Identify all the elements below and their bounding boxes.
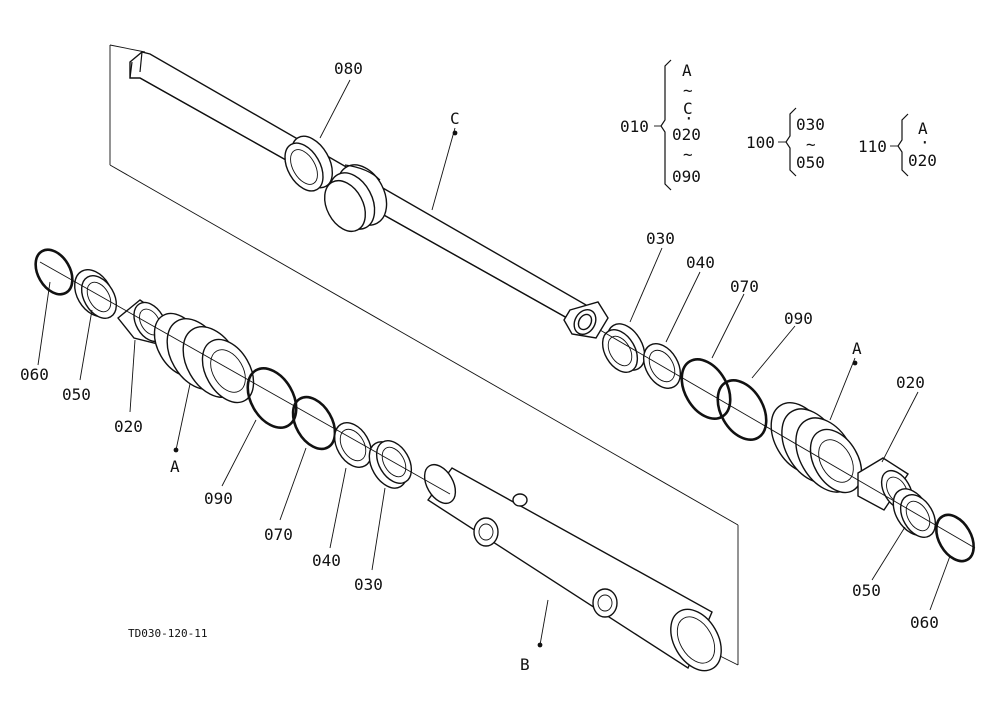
callout-left-040: 040 bbox=[312, 551, 341, 570]
left-oring-090 bbox=[246, 367, 298, 429]
callout-labels: 080 C 030 040 070 090 A 020 050 060 060 … bbox=[20, 59, 939, 674]
legend-010: 010 A ~ C · 020 ~ 090 bbox=[620, 61, 701, 186]
legend-010-item: ~ bbox=[683, 145, 693, 164]
callout-left-050: 050 bbox=[62, 385, 91, 404]
callout-right-020: 020 bbox=[896, 373, 925, 392]
legend-010-item: 020 bbox=[672, 125, 701, 144]
leader-lines bbox=[37, 79, 951, 646]
legend-110-item: A bbox=[918, 119, 928, 138]
legend-110-item: 020 bbox=[908, 151, 937, 170]
axis-line-left bbox=[39, 261, 451, 495]
cylinder-tube bbox=[423, 463, 722, 672]
callout-left-020: 020 bbox=[114, 417, 143, 436]
callout-right-030: 030 bbox=[646, 229, 675, 248]
callout-right-050: 050 bbox=[852, 581, 881, 600]
left-oring-070 bbox=[291, 395, 337, 451]
legend-010-item: ~ bbox=[683, 81, 693, 100]
legend-100-item: 030 bbox=[796, 115, 825, 134]
legend-100-ref: 100 bbox=[746, 133, 775, 152]
callout-080: 080 bbox=[334, 59, 363, 78]
callout-right-040: 040 bbox=[686, 253, 715, 272]
legend-010-item: A bbox=[682, 61, 692, 80]
callout-c: C bbox=[450, 109, 460, 128]
right-snapring-060 bbox=[935, 513, 975, 563]
callout-left-090: 090 bbox=[204, 489, 233, 508]
legend-010-item: C bbox=[683, 99, 693, 118]
legend-100-item: ~ bbox=[806, 135, 816, 154]
right-gland-a bbox=[770, 402, 863, 494]
callout-right-a: A bbox=[852, 339, 862, 358]
left-snapring-060 bbox=[34, 248, 74, 296]
callout-left-070: 070 bbox=[264, 525, 293, 544]
piston-rod bbox=[129, 51, 609, 339]
legend-010-item: 090 bbox=[672, 167, 701, 186]
legend-100: 100 030 ~ 050 bbox=[746, 115, 825, 172]
legend-110-item: · bbox=[920, 133, 930, 152]
drawing-code: TD030-120-11 bbox=[128, 627, 207, 640]
right-oring-090 bbox=[716, 379, 768, 441]
callout-left-030: 030 bbox=[354, 575, 383, 594]
callout-right-070: 070 bbox=[730, 277, 759, 296]
callout-right-090: 090 bbox=[784, 309, 813, 328]
legend-brackets bbox=[654, 59, 909, 191]
legend-010-ref: 010 bbox=[620, 117, 649, 136]
callout-left-a: A bbox=[170, 457, 180, 476]
right-oring-070 bbox=[680, 358, 732, 420]
right-ring-050 bbox=[892, 488, 937, 538]
assembly-frame bbox=[109, 44, 739, 666]
callout-b: B bbox=[520, 655, 530, 674]
right-ring-030 bbox=[601, 323, 646, 373]
legend-110-ref: 110 bbox=[858, 137, 887, 156]
ring-080 bbox=[284, 135, 334, 192]
leader-dots bbox=[173, 130, 858, 648]
left-gland-a bbox=[153, 312, 255, 404]
callout-left-060: 060 bbox=[20, 365, 49, 384]
legend-010-item: · bbox=[684, 109, 694, 128]
legend-110: 110 A · 020 bbox=[858, 119, 937, 170]
axis-line-right bbox=[599, 329, 976, 549]
callout-right-060: 060 bbox=[910, 613, 939, 632]
legend-100-item: 050 bbox=[796, 153, 825, 172]
